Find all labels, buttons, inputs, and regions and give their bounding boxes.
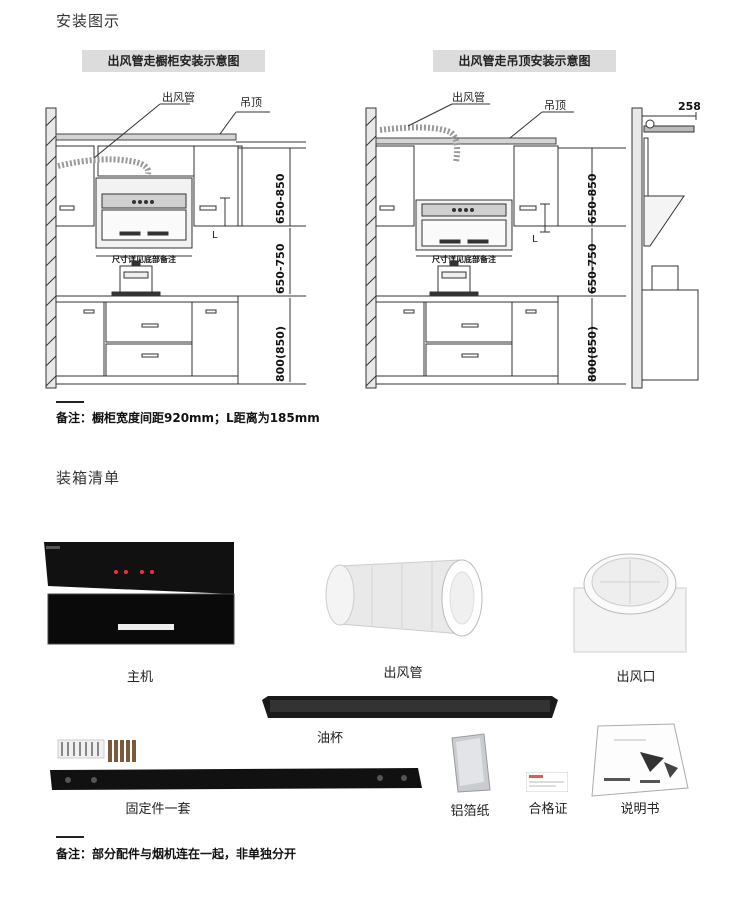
dim-top: 650-850 [586,173,599,224]
lower-cabinets [375,301,559,385]
packing-note-rule [56,836,84,838]
right-diagram-title: 出风管走吊顶安装示意图 [433,50,616,72]
main-unit-image [44,542,235,645]
upper-cabinets [375,145,559,227]
duct-image [325,559,483,637]
duct-path [379,124,461,163]
oil-cup-image [262,696,558,718]
foil-image [451,733,491,793]
left-install-diagram: L 尺寸详见底部备注 出风管 吊顶 650-850 650-750 [45,90,306,389]
ceiling-label: 吊顶 [240,96,262,109]
duct-path [57,156,152,175]
pot [429,260,479,296]
install-note: 备注：橱柜宽度间距920mm；L距离为185mm [56,411,320,425]
duct-label: 出风管 [383,666,423,681]
duct-leader [93,103,161,159]
ceiling-leader [219,111,237,135]
ceiling-panel [55,133,237,141]
range-hood [415,199,513,251]
fixings-image [50,739,422,790]
dim-top: 650-850 [274,173,287,224]
side-view [631,107,699,389]
size-note: 尺寸详见底部备注 [112,254,176,264]
l-label: L [532,234,538,245]
ceiling-panel [375,137,557,145]
main-unit-label: 主机 [126,670,153,685]
fixings-label: 固定件一套 [125,802,191,817]
dim-bottom: 800(850) [586,326,599,382]
install-note-rule [56,401,84,403]
wall [365,107,377,389]
certificate-label: 合格证 [528,802,568,817]
dim-mid: 650-750 [274,243,287,294]
manual-label: 说明书 [620,802,660,817]
right-install-diagram: L 尺寸详见底部备注 出风管 吊顶 650-850 650-750 800(85… [365,90,700,389]
upper-cabinets [55,145,243,227]
countertop [55,295,239,303]
size-note: 尺寸详见底部备注 [432,254,496,264]
packing-section-title: 装箱清单 [56,469,121,487]
ceiling-leader [509,111,543,139]
oil-cup-label: 油杯 [316,731,343,746]
duct-leader [407,103,453,127]
dim-mid: 650-750 [586,243,599,294]
manual-image [591,723,689,797]
countertop [375,295,559,303]
l-dimension [540,203,550,233]
dimension-lines [56,147,306,385]
duct-label: 出风管 [452,90,485,104]
outlet-image [573,553,687,653]
certificate-image [526,772,568,792]
dim-bottom: 800(850) [274,326,287,382]
dimension-lines [376,147,626,385]
lower-cabinets [55,301,239,385]
foil-label: 铝箔纸 [450,804,490,819]
outlet-label: 出风口 [616,670,656,685]
install-section-title: 安装图示 [56,12,121,30]
wall [45,107,57,389]
duct-label: 出风管 [162,90,195,104]
pot [111,260,161,296]
side-dim: 258 [678,100,700,113]
ceiling-label: 吊顶 [544,99,566,112]
packing-note: 备注：部分配件与烟机连在一起，非单独分开 [56,847,297,861]
range-hood [95,177,193,249]
l-label: L [212,230,218,241]
left-diagram-title: 出风管走橱柜安装示意图 [82,50,265,72]
